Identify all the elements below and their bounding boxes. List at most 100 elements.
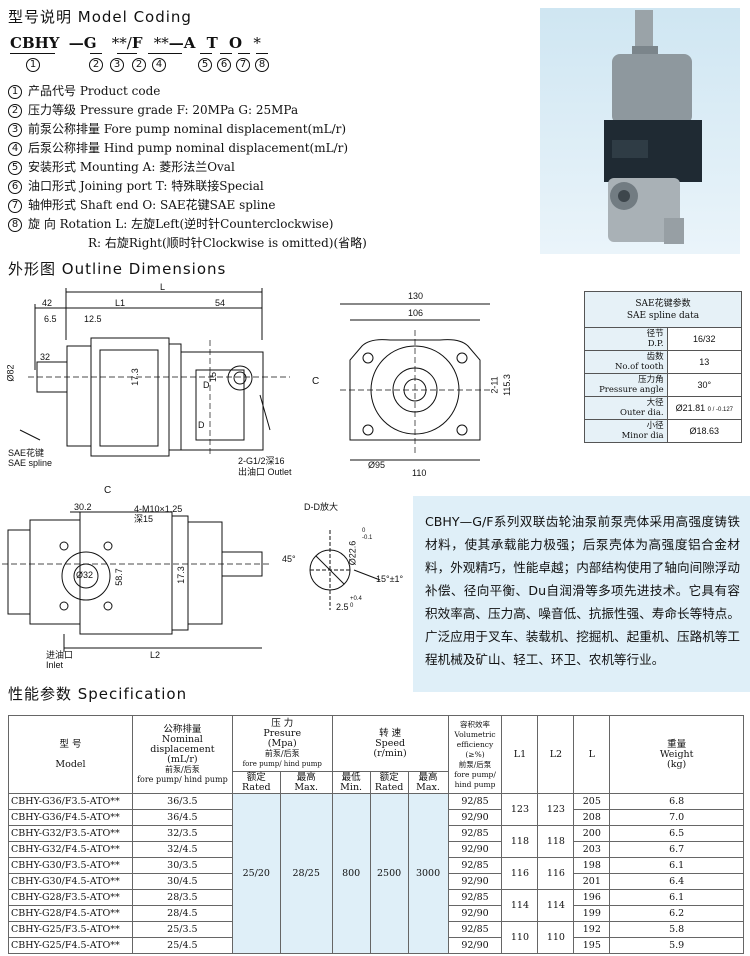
label-outlet-text: 出油口 Outlet: [238, 467, 292, 477]
item-text: 安装形式 Mounting A: 菱形法兰Oval: [28, 160, 235, 174]
spline-param-en: Minor dia: [621, 431, 664, 441]
pump-photo-icon: [604, 10, 702, 244]
hdr-speed-unit: (r/min): [373, 747, 407, 759]
hdr-model-en: Model: [55, 758, 86, 770]
cell-speed-rated: 2500: [369, 793, 409, 954]
cell-pressure-max: 28/25: [279, 793, 333, 954]
outline-title: 外形图 Outline Dimensions: [8, 260, 227, 278]
cell-weight: 6.2: [609, 905, 744, 922]
dim-17-3-bottom: 17.3: [175, 566, 186, 584]
label-sae-cn: SAE花键: [8, 448, 45, 458]
cell-l1: 114: [501, 889, 539, 922]
dim-phi32: Ø32: [76, 570, 94, 580]
cell-model: CBHY-G30/F4.5-ATO**: [8, 873, 133, 890]
spline-value: 13: [666, 350, 743, 374]
label-outlet-thread: 2-G1/2深16: [238, 456, 285, 466]
cell-disp: 36/3.5: [131, 793, 233, 810]
coding-item-rotation-right: R: 右旋Right(顺时针Clockwise is omitted)(省略): [88, 236, 367, 250]
cell-eff: 92/90: [447, 873, 503, 890]
product-description: CBHY—G/F系列双联齿轮油泵前泵壳体采用高强度铸铁材料，使其承载能力极强；后…: [413, 496, 750, 692]
cell-model: CBHY-G36/F4.5-ATO**: [8, 809, 133, 826]
code-num: 3: [110, 58, 124, 72]
dd-angle-45: 45°: [282, 554, 296, 564]
cell-l2: 123: [537, 793, 575, 826]
spline-param-cn: 压力角: [638, 375, 664, 385]
cell-l: 203: [573, 841, 611, 858]
cell-l: 200: [573, 825, 611, 842]
spline-param-cn: 大径: [646, 398, 664, 408]
dd-angle-15: 15°±1°: [376, 574, 404, 584]
label-sae-en: SAE spline: [8, 458, 53, 468]
dim-phi95: Ø95: [368, 460, 386, 470]
dim-32: 32: [40, 352, 51, 362]
cell-weight: 6.1: [609, 857, 744, 874]
col-l2: L2: [537, 715, 575, 794]
cell-weight: 6.1: [609, 889, 744, 906]
dd-tol-lower: -0.1: [362, 535, 373, 541]
item-num: 3: [8, 122, 22, 137]
hdr-rated-cn: 额定: [379, 771, 399, 783]
cell-disp: 32/3.5: [131, 825, 233, 842]
col-l: L: [573, 715, 611, 794]
item-text: 前泵公称排量 Fore pump nominal displacement(mL…: [28, 122, 347, 136]
cell-eff: 92/85: [447, 889, 503, 906]
dd-tol-upper: 0: [362, 528, 366, 534]
label-inlet-cn: 进油口: [46, 650, 74, 660]
dim-130: 130: [408, 291, 424, 301]
hdr-weight-unit: (kg): [667, 758, 687, 770]
cell-model: CBHY-G25/F4.5-ATO**: [8, 937, 133, 954]
hdr-min-en: Min.: [340, 781, 363, 793]
cell-l1: 118: [501, 825, 539, 858]
view-c-label: C: [312, 376, 320, 387]
item-num: 5: [8, 160, 22, 175]
dd-wtol-lower: 0: [350, 603, 354, 609]
spline-param-en: Outer dia.: [620, 408, 664, 418]
table-row: CBHY-G36/F3.5-ATO** 36/3.5 25/20 28/25 8…: [8, 793, 744, 954]
spline-outer-tolerance: 0 / -0.127: [707, 407, 733, 413]
dim-15: 15: [208, 371, 219, 383]
cell-l: 201: [573, 873, 611, 890]
code-part: O: [229, 34, 243, 52]
front-view-drawing: [340, 303, 490, 461]
cell-speed-max: 3000: [407, 793, 449, 954]
code-num: 7: [236, 58, 250, 72]
label-bolt-depth: 深15: [134, 514, 154, 524]
dim-115-3: 115.3: [501, 374, 512, 396]
hdr-eff-unit: (≥%): [465, 749, 485, 759]
spline-value: Ø18.63: [666, 419, 743, 443]
spline-param-cn: 小径: [646, 421, 664, 431]
cell-disp: 25/4.5: [131, 937, 233, 954]
bottom-view-drawing: [2, 511, 270, 652]
spline-value: 30°: [666, 373, 743, 397]
cell-l1: 123: [501, 793, 539, 826]
item-text: 旋 向 Rotation L: 左旋Left(逆时针Counterclockwi…: [28, 217, 334, 231]
hdr-weight-en: Weight: [659, 748, 694, 760]
cell-weight: 6.5: [609, 825, 744, 842]
dim-58-7: 58.7: [113, 568, 124, 586]
spline-param-en: Pressure angle: [599, 385, 664, 395]
code-num: 4: [152, 58, 166, 72]
spline-param-cn: 齿数: [646, 352, 664, 362]
hdr-rated-en: Rated: [374, 781, 404, 793]
dim-12-5: 12.5: [84, 314, 102, 324]
hdr-disp-sub: 前泵/后泵: [165, 764, 200, 774]
hdr-disp-sub-en: fore pump/ hind pump: [137, 774, 228, 784]
cell-eff: 92/90: [447, 809, 503, 826]
model-coding-title: 型号说明 Model Coding: [8, 8, 192, 26]
cell-model: CBHY-G36/F3.5-ATO**: [8, 793, 133, 810]
cell-weight: 6.7: [609, 841, 744, 858]
